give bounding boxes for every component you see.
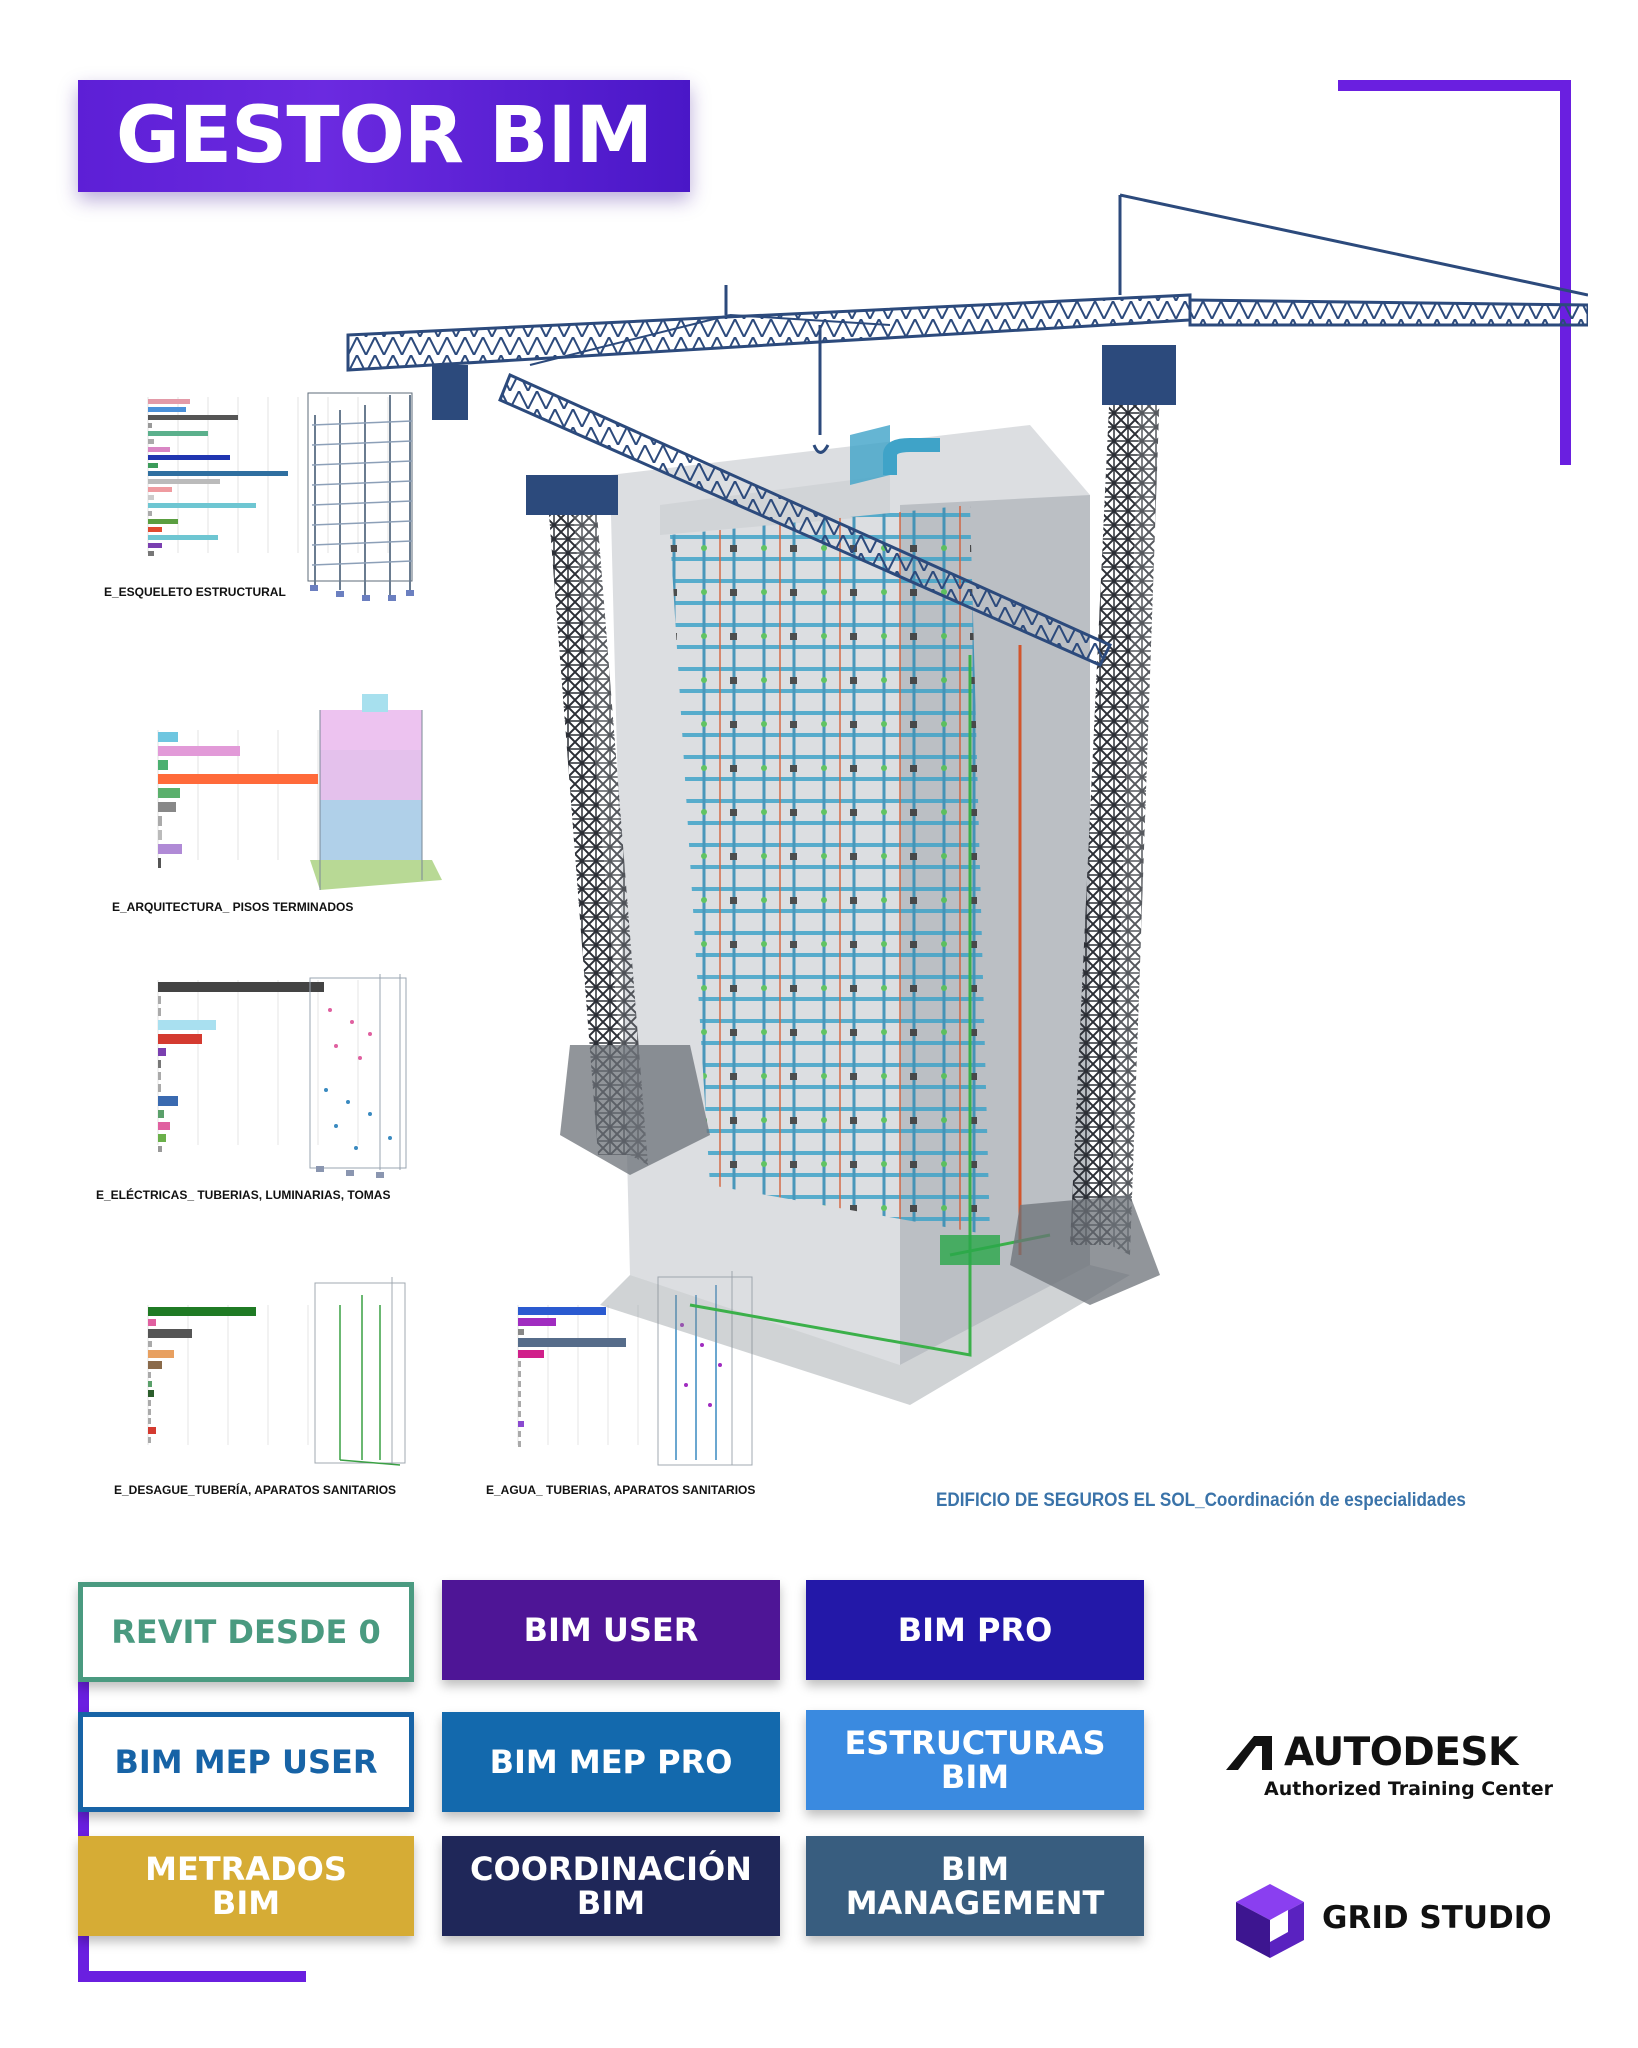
thumbnail-caption: E_ELÉCTRICAS_ TUBERIAS, LUMINARIAS, TOMA… xyxy=(96,1188,391,1202)
thumbnail-electrical: E_ELÉCTRICAS_ TUBERIAS, LUMINARIAS, TOMA… xyxy=(90,970,470,1210)
course-bim-management-button[interactable]: BIM MANAGEMENT xyxy=(806,1836,1144,1936)
autodesk-logo: AUTODESK Authorized Training Center xyxy=(1226,1730,1553,1810)
water-bar-chart xyxy=(517,1271,753,1466)
thumbnail-drainage: E_DESAGUE_TUBERÍA, APARATOS SANITARIOS xyxy=(100,1265,460,1505)
course-revit-desde-0-button[interactable]: REVIT DESDE 0 xyxy=(78,1582,414,1682)
thumbnail-caption: E_ESQUELETO ESTRUCTURAL xyxy=(104,585,286,599)
grid-studio-logo: GRID STUDIO xyxy=(1230,1880,1552,1960)
grid-studio-name: GRID STUDIO xyxy=(1322,1900,1552,1936)
course-bim-mep-pro-button[interactable]: BIM MEP PRO xyxy=(442,1712,780,1812)
drainage-bar-chart xyxy=(147,1277,406,1466)
corner-bracket-bottom-left-h xyxy=(78,1971,306,1982)
architecture-bar-chart xyxy=(157,694,442,890)
course-bim-pro-button[interactable]: BIM PRO xyxy=(806,1580,1144,1680)
thumbnail-structural: E_ESQUELETO ESTRUCTURAL xyxy=(100,385,460,605)
structural-bar-chart xyxy=(147,392,414,601)
building-crane-illustration xyxy=(346,193,1590,1405)
project-caption: EDIFICIO DE SEGUROS EL SOL_Coordinación … xyxy=(936,1490,1466,1511)
thumbnail-water: E_AGUA_ TUBERIAS, APARATOS SANITARIOS xyxy=(470,1265,790,1505)
page-title-banner: GESTOR BIM xyxy=(78,80,690,192)
thumbnail-architecture: E_ARQUITECTURA_ PISOS TERMINADOS xyxy=(100,690,470,920)
bim-building-model xyxy=(330,175,1590,1495)
page-title: GESTOR BIM xyxy=(115,91,653,181)
corner-bracket-top-right-h xyxy=(1338,80,1570,91)
thumbnail-caption: E_DESAGUE_TUBERÍA, APARATOS SANITARIOS xyxy=(114,1483,397,1497)
course-bim-mep-user-button[interactable]: BIM MEP USER xyxy=(78,1712,414,1812)
autodesk-a-icon xyxy=(1226,1736,1272,1770)
thumbnail-caption: E_ARQUITECTURA_ PISOS TERMINADOS xyxy=(112,900,354,914)
course-estructuras-bim-button[interactable]: ESTRUCTURAS BIM xyxy=(806,1710,1144,1810)
autodesk-subtitle: Authorized Training Center xyxy=(1264,1778,1553,1800)
grid-studio-cube-icon xyxy=(1236,1884,1304,1958)
electrical-bar-chart xyxy=(157,974,407,1178)
course-metrados-bim-button[interactable]: METRADOS BIM xyxy=(78,1836,414,1936)
thumbnail-caption: E_AGUA_ TUBERIAS, APARATOS SANITARIOS xyxy=(486,1483,756,1497)
course-bim-user-button[interactable]: BIM USER xyxy=(442,1580,780,1680)
course-coordinacion-bim-button[interactable]: COORDINACIÓN BIM xyxy=(442,1836,780,1936)
autodesk-name: AUTODESK xyxy=(1284,1730,1518,1775)
corner-bracket-top-right-v xyxy=(1560,80,1571,465)
